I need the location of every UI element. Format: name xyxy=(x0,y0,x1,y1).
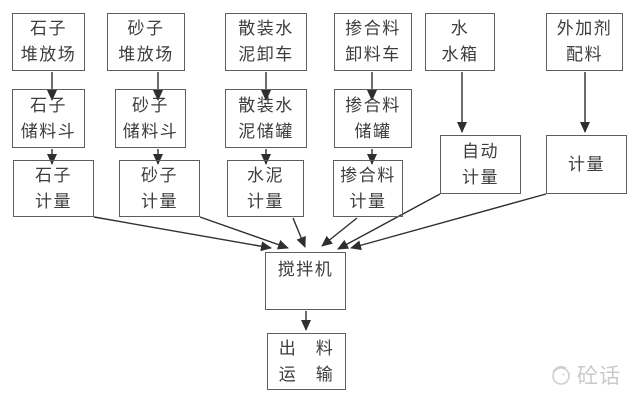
box-bulk-cement-truck: 散装水 泥卸车 xyxy=(225,13,307,71)
box-admixture-metering: 掺合料 计量 xyxy=(333,160,403,217)
watermark-text: 砼话 xyxy=(577,364,621,388)
box-stone-hopper: 石子 储料斗 xyxy=(12,89,85,148)
box-stone-metering: 石子 计量 xyxy=(13,160,94,217)
box-admixture-truck: 掺合料 卸料车 xyxy=(334,13,412,71)
box-mixer: 搅拌机 xyxy=(265,252,346,310)
box-discharge-transport: 出 料 运 输 xyxy=(267,333,346,390)
box-auto-metering: 自动 计量 xyxy=(440,135,521,194)
tonghua-logo-icon xyxy=(552,365,570,385)
box-sand-metering: 砂子 计量 xyxy=(119,160,200,217)
box-cement-metering: 水泥 计量 xyxy=(227,160,304,217)
box-additive-batching: 外加剂 配料 xyxy=(546,13,623,71)
watermark: 砼话 xyxy=(549,360,621,390)
box-stone-yard: 石子 堆放场 xyxy=(12,13,85,71)
box-metering: 计量 xyxy=(546,135,627,194)
box-sand-yard: 砂子 堆放场 xyxy=(107,13,185,71)
box-sand-hopper: 砂子 储料斗 xyxy=(115,89,186,148)
box-admixture-silo: 掺合料 储罐 xyxy=(334,89,412,148)
box-water-tank: 水 水箱 xyxy=(425,13,495,71)
box-bulk-cement-silo: 散装水 泥储罐 xyxy=(225,89,307,148)
